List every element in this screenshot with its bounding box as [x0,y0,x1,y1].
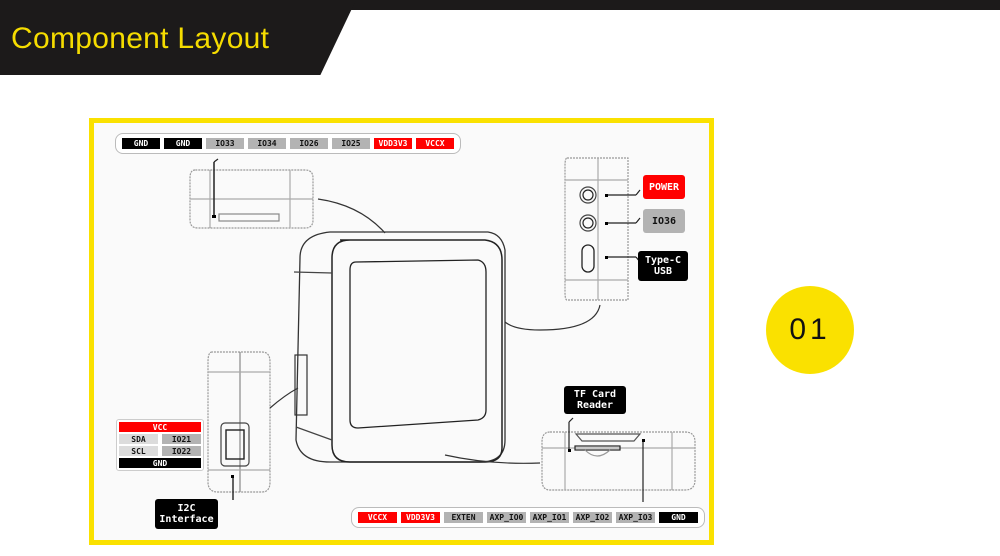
pin-axp-io2: AXP_IO2 [573,512,612,523]
pin-io26: IO26 [290,138,328,149]
diagram-frame [89,118,714,545]
section-number: 01 [789,313,831,346]
label-power: POWER [643,175,685,199]
pin-gnd-2: GND [164,138,202,149]
pin-exten: EXTEN [444,512,483,523]
pin-axp-io3: AXP_IO3 [616,512,655,523]
label-i2c-interface: I2C Interface [155,499,218,529]
pin-vdd3v3: VDD3V3 [374,138,412,149]
title-tab [0,0,356,75]
top-pin-header: GND GND IO33 IO34 IO26 IO25 VDD3V3 VCCX [115,133,461,154]
pin-gnd-1: GND [122,138,160,149]
pin-gnd: GND [659,512,698,523]
pin-io33: IO33 [206,138,244,149]
pin-vccx: VCCX [416,138,454,149]
label-io36: IO36 [643,209,685,233]
pin-axp-io0: AXP_IO0 [487,512,526,523]
pin-vdd3v3: VDD3V3 [401,512,440,523]
pin-vccx: VCCX [358,512,397,523]
label-tf-card-reader: TF Card Reader [564,386,626,414]
i2c-sda: SDA [119,434,158,444]
pin-io25: IO25 [332,138,370,149]
i2c-scl-pin: IO22 [162,446,201,456]
pin-io34: IO34 [248,138,286,149]
section-number-badge: 01 [766,286,854,374]
page-title: Component Layout [11,22,270,55]
i2c-sda-pin: IO21 [162,434,201,444]
i2c-scl: SCL [119,446,158,456]
i2c-gnd: GND [119,458,201,468]
label-type-c-usb: Type-C USB [638,251,688,281]
bottom-pin-header: VCCX VDD3V3 EXTEN AXP_IO0 AXP_IO1 AXP_IO… [351,507,705,528]
pin-axp-io1: AXP_IO1 [530,512,569,523]
header-bar [0,0,1000,10]
i2c-pin-table: VCC SDA IO21 SCL IO22 GND [116,419,204,471]
i2c-vcc: VCC [119,422,201,432]
